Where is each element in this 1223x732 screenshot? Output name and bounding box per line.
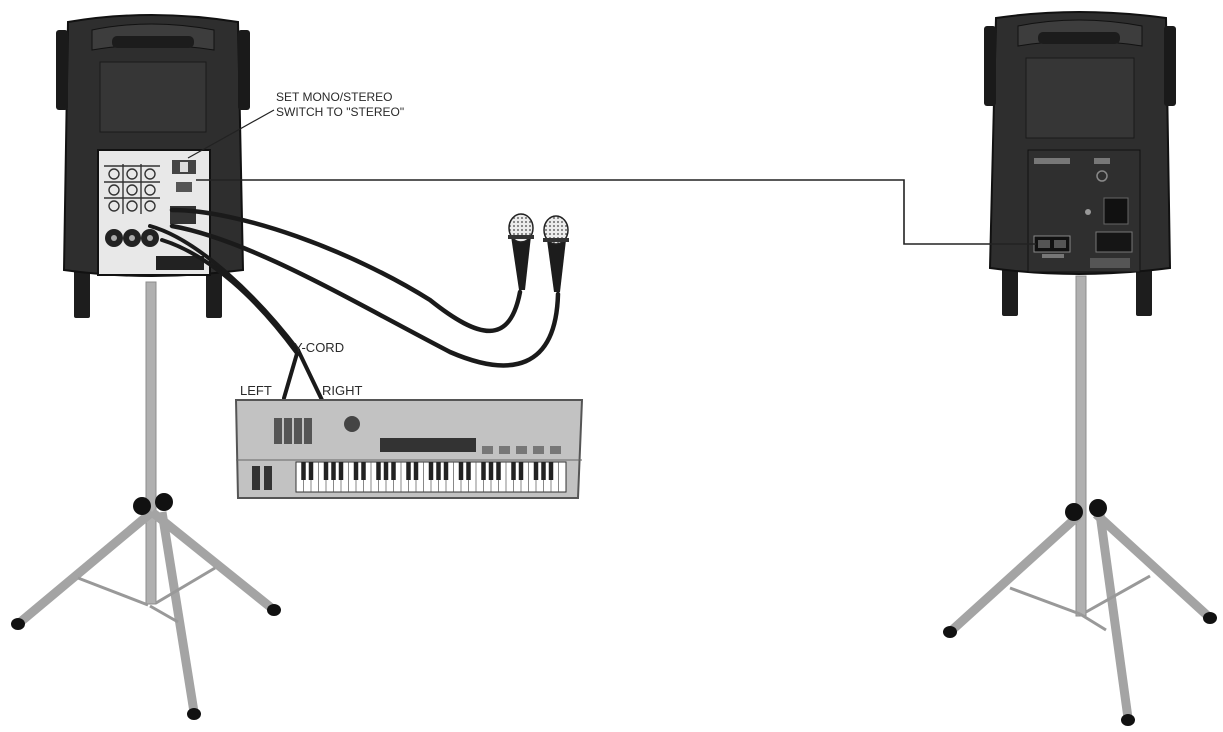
pitch-mod-wheels [252,466,272,490]
right-tripod-stand [946,275,1214,719]
left-tripod-stand [15,281,277,713]
black-key [331,462,336,480]
mono-stereo-switch [172,160,196,174]
keyboard-black-keys [301,462,554,480]
black-key [361,462,366,480]
keyboard-sliders [274,418,312,444]
right-speaker-volume-knob [1096,170,1108,182]
y-cord-label: Y-CORD [294,340,344,355]
black-key [488,462,494,480]
right-channel-label: RIGHT [322,383,363,398]
left-speaker-xlr-inputs [105,229,159,247]
microphone-2 [543,215,569,292]
black-key [466,462,471,480]
black-key [533,462,539,480]
keyboard-buttons [482,446,561,454]
left-channel-label: LEFT [240,383,272,398]
keyboard-synth [234,399,584,499]
black-key [406,462,411,480]
black-key [301,462,306,480]
black-key [338,462,344,480]
black-key [481,462,486,480]
black-key [511,462,516,480]
right-stand-feet [943,499,1217,726]
black-key [353,462,359,480]
black-key [458,462,464,480]
keyboard-display [380,438,476,452]
black-key [443,462,449,480]
black-key [548,462,554,480]
right-speaker-power-inlet [1103,197,1129,225]
callout-line-1: SET MONO/STEREO [276,90,392,104]
left-speaker-power-label [156,256,204,270]
speaker-link-cable [196,179,1036,245]
black-key [428,462,434,480]
black-key [308,462,314,480]
black-key [436,462,441,480]
microphone-cables [169,207,561,368]
left-stand-feet [11,493,281,720]
black-key [496,462,501,480]
microphone-1 [508,213,534,290]
black-key [518,462,524,480]
y-cord [148,224,324,402]
left-speaker-link-output [176,182,192,192]
black-key [541,462,546,480]
black-key [391,462,396,480]
keyboard-dial [344,416,360,432]
black-key [413,462,419,480]
callout-line-2: SWITCH TO "STEREO" [276,105,404,119]
black-key [383,462,389,480]
left-speaker-input-jacks [104,164,160,214]
black-key [323,462,329,480]
right-speaker [984,11,1176,316]
right-speaker-panel-label [1034,158,1070,164]
black-key [376,462,381,480]
stereo-switch-callout: SET MONO/STEREO SWITCH TO "STEREO" [187,90,404,159]
